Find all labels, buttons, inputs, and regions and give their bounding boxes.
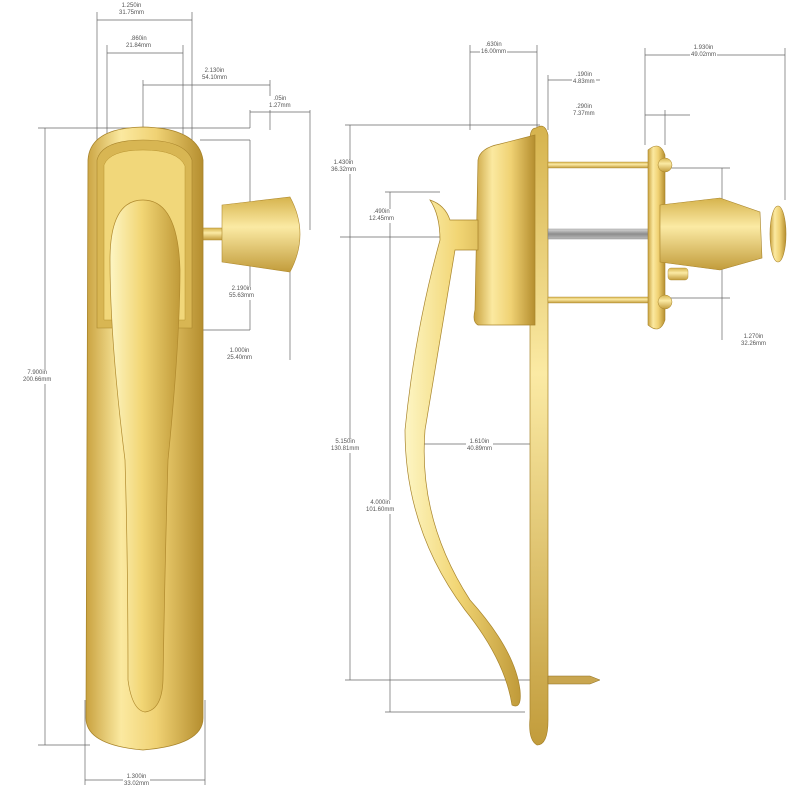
front-bottom-width-imperial: 1.300in [126, 774, 147, 780]
side-lever-projection-imperial: 1.610in [469, 439, 490, 445]
side-ring-gap-label: .290in 7.37mm [572, 104, 596, 118]
front-bottom-width-label: 1.300in 33.02mm [123, 774, 151, 788]
side-overall-depth-label: 1.930in 49.02mm [690, 45, 718, 59]
upper-screw-head [657, 157, 673, 173]
side-ring-gap-metric: 7.37mm [573, 111, 595, 117]
front-overall-height-metric: 200.66mm [23, 377, 52, 383]
front-spindle-pos-label: 2.190in 55.63mm [228, 286, 256, 300]
lower-screw-head [657, 294, 673, 310]
front-width-inner-metric: 21.84mm [126, 43, 152, 49]
side-screw-center-label: 1.270in 32.26mm [740, 334, 768, 348]
front-width-top-imperial: 1.250in [121, 3, 142, 9]
front-width-top-metric: 31.75mm [119, 10, 145, 16]
side-lever-top-label: .490in 12.45mm [368, 209, 396, 223]
side-ring-gap-imperial: .290in [575, 104, 593, 110]
rear-turn-knob [659, 197, 763, 271]
front-width-inner-label: .860in 21.84mm [125, 36, 153, 50]
front-width-top-label: 1.250in 31.75mm [118, 3, 146, 17]
front-knob-len-label: 1.000in 25.40mm [226, 348, 254, 362]
front-width-inner-imperial: .860in [130, 36, 147, 42]
side-lever-height-label: 5.150in 130.81mm [330, 439, 361, 453]
side-gap-imperial: .190in [575, 72, 593, 78]
front-overall-height-imperial: 7.900in [27, 370, 48, 376]
front-knob-dia-imperial: .05in [273, 96, 287, 102]
thumb-tab [667, 267, 689, 281]
side-dimension-lines [340, 45, 786, 713]
handle-grip [109, 199, 181, 713]
side-overall-depth-imperial: 1.930in [693, 45, 714, 51]
front-overall-height-label: 7.900in 200.66mm [22, 370, 53, 384]
side-gap-metric: 4.83mm [573, 79, 595, 85]
front-knob-len-metric: 25.40mm [227, 355, 253, 361]
bottom-screw [547, 675, 601, 685]
side-gap-label: .190in 4.83mm [572, 72, 596, 86]
side-top-offset-metric: 36.32mm [331, 167, 357, 173]
side-view [340, 45, 787, 746]
side-lever-height-metric: 130.81mm [331, 446, 360, 452]
front-offset-spindle-metric: 54.10mm [202, 75, 228, 81]
side-lever-top-metric: 12.45mm [369, 216, 395, 222]
front-knob-dia-label: .05in 1.27mm [268, 96, 292, 110]
upper-screw [547, 161, 659, 169]
front-spindle-pos-imperial: 2.190in [231, 286, 252, 292]
lower-screw [547, 296, 659, 304]
side-overall-depth-metric: 49.02mm [691, 52, 717, 58]
side-top-offset-imperial: 1.430in [333, 160, 354, 166]
side-screw-center-imperial: 1.270in [743, 334, 764, 340]
side-lever-height-imperial: 5.150in [335, 439, 356, 445]
front-spindle-pos-metric: 55.63mm [229, 293, 255, 299]
housing-block [473, 134, 536, 326]
side-screw-center-metric: 32.26mm [741, 341, 767, 347]
side-lever-length-imperial: 4.000in [370, 500, 391, 506]
rear-rosette [647, 145, 666, 330]
front-knob-len-imperial: 1.000in [229, 348, 250, 354]
front-offset-spindle-label: 2.130in 54.10mm [201, 68, 229, 82]
front-view [38, 12, 311, 785]
side-lever-projection-metric: 40.89mm [467, 446, 493, 452]
side-lever-length-label: 4.000in 101.60mm [365, 500, 396, 514]
spindle-rod [547, 228, 659, 240]
side-plate-depth-imperial: .630in [485, 42, 502, 48]
front-offset-spindle-imperial: 2.130in [204, 68, 225, 74]
rear-knob-cap [769, 205, 787, 263]
side-plate-depth-metric: 16.00mm [481, 49, 507, 55]
side-plate-depth-label: .630in 16.00mm [480, 42, 508, 56]
side-top-offset-label: 1.430in 36.32mm [330, 160, 358, 174]
side-lever-top-imperial: .490in [373, 209, 390, 215]
side-lever-length-metric: 101.60mm [366, 507, 395, 513]
lever-handle [404, 199, 521, 707]
rear-knob [221, 196, 301, 273]
front-knob-dia-metric: 1.27mm [269, 103, 291, 109]
side-lever-projection-label: 1.610in 40.89mm [466, 439, 494, 453]
front-bottom-width-metric: 33.02mm [124, 781, 150, 787]
spindle-shaft [199, 227, 226, 241]
